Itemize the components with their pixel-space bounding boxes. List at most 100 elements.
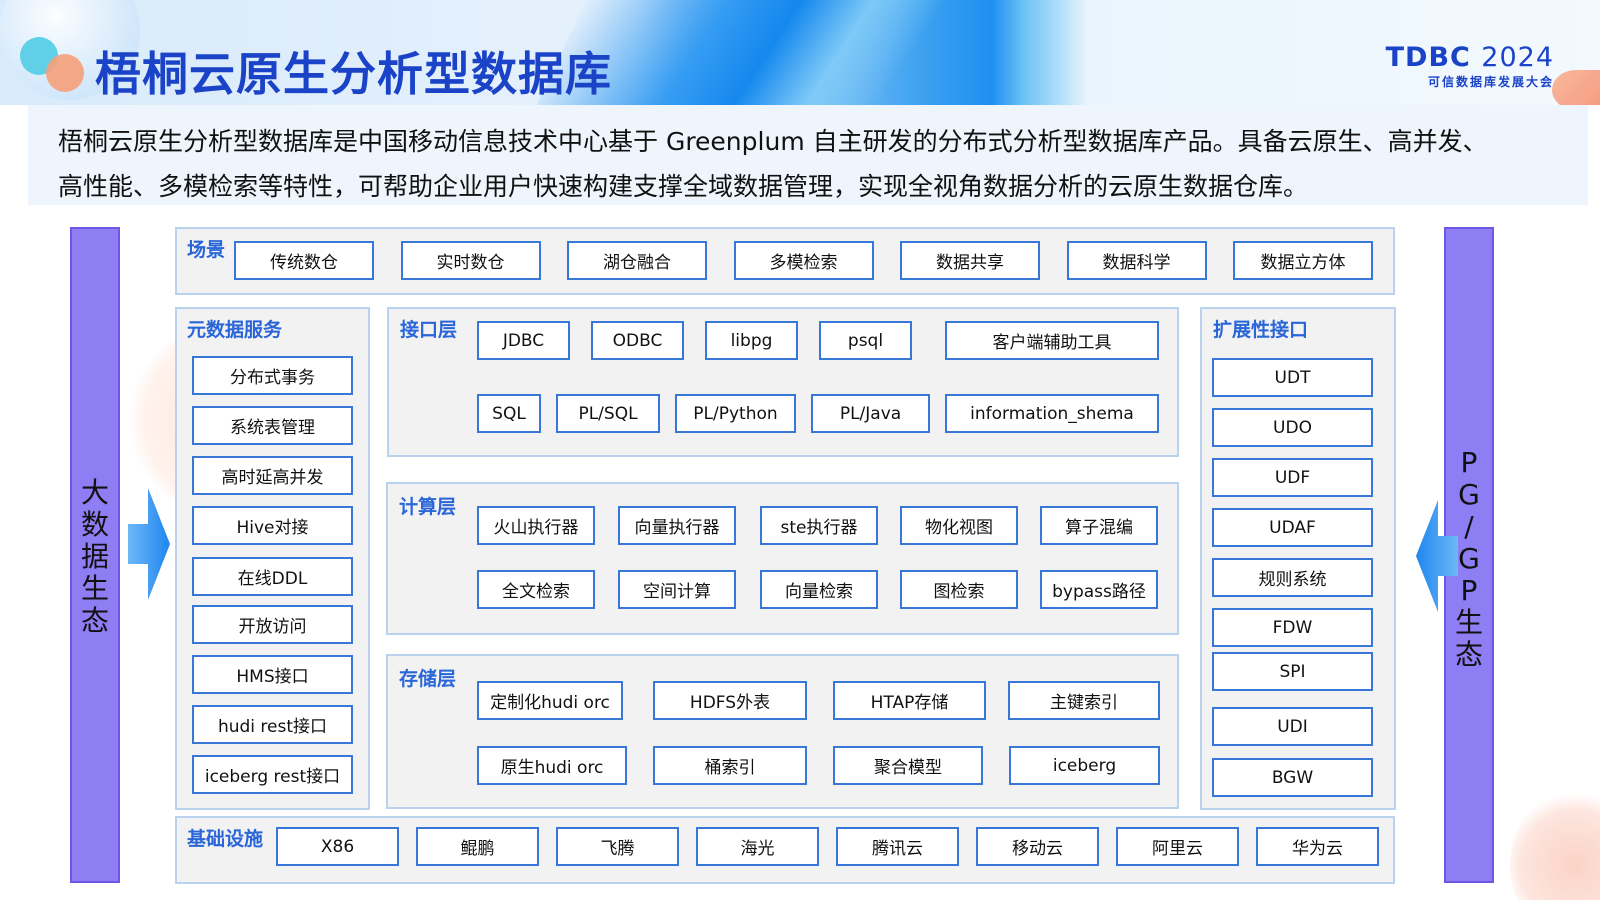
metadata-item: 系统表管理 bbox=[192, 406, 353, 445]
infrastructure-item: 飞腾 bbox=[556, 827, 679, 866]
storage-item: 主键索引 bbox=[1008, 681, 1160, 720]
compute-item: 空间计算 bbox=[618, 570, 736, 609]
metadata-item: 分布式事务 bbox=[192, 356, 353, 395]
interface-item: PL/SQL bbox=[556, 394, 660, 433]
pg-gp-char: G bbox=[1458, 478, 1480, 511]
scene-item: 湖仓融合 bbox=[567, 241, 707, 280]
big-data-char: 数 bbox=[80, 508, 109, 541]
compute-item: 向量检索 bbox=[760, 570, 878, 609]
extension-item: FDW bbox=[1212, 608, 1373, 647]
big-data-ecosystem-label: 大数据生态 bbox=[72, 477, 118, 637]
interface-item: ODBC bbox=[591, 321, 684, 360]
infrastructure-item: 腾讯云 bbox=[836, 827, 959, 866]
scene-title: 场景 bbox=[187, 239, 226, 261]
big-data-char: 据 bbox=[80, 540, 109, 573]
compute-item: bypass路径 bbox=[1040, 570, 1158, 609]
interface-item: psql bbox=[819, 321, 912, 360]
compute-item: 向量执行器 bbox=[618, 506, 736, 545]
interface-item: SQL bbox=[477, 394, 541, 433]
compute-item: 火山执行器 bbox=[477, 506, 595, 545]
metadata-item: 在线DDL bbox=[192, 557, 353, 596]
interface-layer-title: 接口层 bbox=[400, 319, 458, 341]
arrow-right-icon bbox=[128, 488, 170, 600]
extension-item: BGW bbox=[1212, 758, 1373, 797]
interface-item: 客户端辅助工具 bbox=[945, 321, 1159, 360]
scene-item: 传统数仓 bbox=[234, 241, 374, 280]
interface-item: PL/Python bbox=[675, 394, 796, 433]
intro-line-1: 梧桐云原生分析型数据库是中国移动信息技术中心基于 Greenplum 自主研发的… bbox=[58, 127, 1488, 156]
pg-gp-char: P bbox=[1460, 574, 1478, 607]
storage-layer-panel: 存储层 bbox=[386, 654, 1179, 809]
scene-item: 实时数仓 bbox=[400, 241, 541, 280]
pg-gp-char: P bbox=[1460, 446, 1478, 479]
extension-interface-title: 扩展性接口 bbox=[1213, 319, 1309, 341]
extension-item: UDF bbox=[1212, 458, 1373, 497]
intro-line-2: 高性能、多模检索等特性，可帮助企业用户快速构建支撑全域数据管理，实现全视角数据分… bbox=[58, 172, 1309, 201]
scene-item: 数据立方体 bbox=[1233, 241, 1373, 280]
interface-item: information_shema bbox=[945, 394, 1159, 433]
storage-item: 定制化hudi orc bbox=[477, 681, 623, 720]
pg-gp-char: G bbox=[1458, 542, 1480, 575]
extension-item: 规则系统 bbox=[1212, 558, 1373, 597]
metadata-item: hudi rest接口 bbox=[192, 705, 353, 744]
extension-item: UDT bbox=[1212, 358, 1373, 397]
big-data-ecosystem-column: 大数据生态 bbox=[70, 227, 120, 883]
metadata-service-title: 元数据服务 bbox=[187, 319, 283, 341]
page-title: 梧桐云原生分析型数据库 bbox=[95, 47, 612, 101]
storage-item: iceberg bbox=[1009, 746, 1160, 785]
infrastructure-item: X86 bbox=[276, 827, 399, 866]
compute-layer-title: 计算层 bbox=[399, 496, 457, 518]
brand-year: 2024 bbox=[1481, 42, 1554, 73]
header-banner: 梧桐云原生分析型数据库 TDBC 2024 可信数据库发展大会 bbox=[0, 0, 1600, 105]
scene-item: 多模检索 bbox=[733, 241, 874, 280]
extension-item: UDO bbox=[1212, 408, 1373, 447]
metadata-item: 开放访问 bbox=[192, 605, 353, 644]
logo-dot-orange bbox=[46, 54, 84, 92]
extension-item: SPI bbox=[1212, 652, 1373, 691]
compute-item: ste执行器 bbox=[760, 506, 878, 545]
pg-gp-char: 态 bbox=[1454, 638, 1483, 671]
pg-gp-char: 生 bbox=[1454, 606, 1483, 639]
metadata-item: Hive对接 bbox=[192, 506, 353, 545]
extension-item: UDAF bbox=[1212, 508, 1373, 547]
storage-item: HTAP存储 bbox=[833, 681, 986, 720]
brand-main: TDBC 2024 bbox=[1386, 42, 1554, 73]
metadata-item: HMS接口 bbox=[192, 655, 353, 694]
scene-item: 数据科学 bbox=[1066, 241, 1207, 280]
interface-item: PL/Java bbox=[811, 394, 930, 433]
compute-item: 图检索 bbox=[900, 570, 1018, 609]
pg-gp-char: / bbox=[1464, 510, 1474, 543]
infrastructure-item: 华为云 bbox=[1256, 827, 1379, 866]
big-data-char: 态 bbox=[80, 604, 109, 637]
metadata-item: 高时延高并发 bbox=[192, 456, 353, 495]
compute-item: 全文检索 bbox=[477, 570, 595, 609]
interface-item: JDBC bbox=[477, 321, 570, 360]
infrastructure-title: 基础设施 bbox=[187, 828, 264, 850]
brand-logo: TDBC 2024 可信数据库发展大会 bbox=[1386, 42, 1554, 90]
compute-layer-panel: 计算层 bbox=[386, 482, 1179, 635]
infrastructure-item: 移动云 bbox=[976, 827, 1099, 866]
storage-item: 原生hudi orc bbox=[477, 746, 627, 785]
intro-panel: 梧桐云原生分析型数据库是中国移动信息技术中心基于 Greenplum 自主研发的… bbox=[28, 105, 1588, 205]
metadata-item: iceberg rest接口 bbox=[192, 755, 353, 794]
extension-item: UDI bbox=[1212, 707, 1373, 746]
storage-item: 桶索引 bbox=[653, 746, 807, 785]
storage-item: 聚合模型 bbox=[833, 746, 983, 785]
compute-item: 物化视图 bbox=[900, 506, 1018, 545]
arrow-left-icon bbox=[1416, 500, 1458, 612]
compute-item: 算子混编 bbox=[1040, 506, 1158, 545]
corner-decoration bbox=[1552, 70, 1600, 105]
storage-item: HDFS外表 bbox=[653, 681, 807, 720]
intro-text: 梧桐云原生分析型数据库是中国移动信息技术中心基于 Greenplum 自主研发的… bbox=[58, 119, 1568, 209]
storage-layer-title: 存储层 bbox=[399, 668, 457, 690]
brand-subtitle: 可信数据库发展大会 bbox=[1427, 75, 1554, 89]
infrastructure-item: 鲲鹏 bbox=[416, 827, 539, 866]
brand-name: TDBC bbox=[1385, 42, 1471, 73]
infrastructure-item: 阿里云 bbox=[1116, 827, 1239, 866]
scene-item: 数据共享 bbox=[900, 241, 1040, 280]
interface-item: libpg bbox=[705, 321, 798, 360]
background-decoration-corner bbox=[1510, 790, 1600, 900]
infrastructure-item: 海光 bbox=[696, 827, 819, 866]
big-data-char: 大 bbox=[80, 476, 109, 509]
